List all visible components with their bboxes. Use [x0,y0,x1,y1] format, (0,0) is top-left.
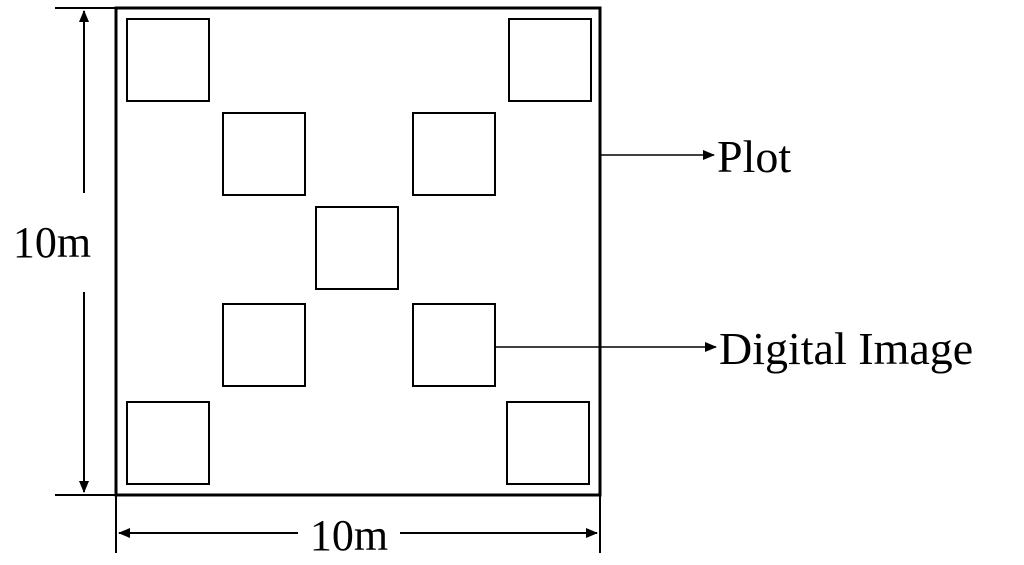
digital-image-square [508,18,592,102]
digital-image-square [222,303,306,387]
digital-image-square [126,401,210,485]
digital-image-square [506,401,590,485]
width-dimension [115,495,601,553]
height-dimension [55,7,116,496]
digital-image-square [412,303,496,387]
digital-image-square [315,206,399,290]
digital-image-squares [126,18,592,485]
width-label: 10m [310,511,388,560]
digital-image-square [126,18,210,102]
digital-image-square [222,112,306,196]
plot-boundary [114,6,602,497]
plot-label: Plot [717,131,791,182]
digital-image-square [412,112,496,196]
digital-image-label: Digital Image [719,323,973,374]
height-label: 10m [13,218,91,267]
